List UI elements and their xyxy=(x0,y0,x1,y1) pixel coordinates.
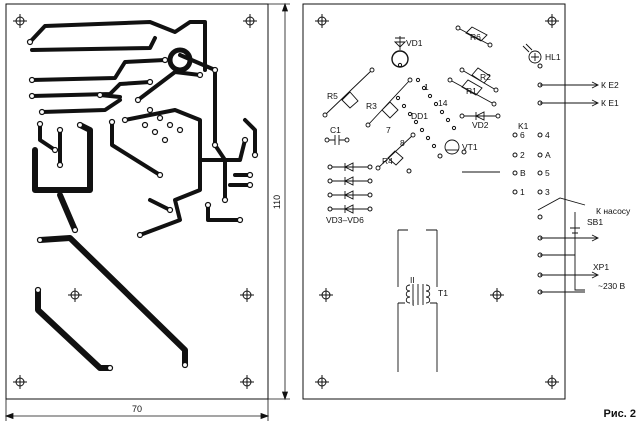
label-k1-pin-a: A xyxy=(545,150,551,160)
label-r1: R1 xyxy=(466,86,477,96)
component-mounting-holes xyxy=(315,14,559,389)
label-r3: R3 xyxy=(366,101,377,111)
r4-resistor xyxy=(377,134,414,169)
label-xp1: XP1 xyxy=(593,262,609,272)
label-vd1: VD1 xyxy=(406,38,423,48)
label-t1: T1 xyxy=(438,288,448,298)
dimension-width-label: 70 xyxy=(132,404,142,414)
label-pump: К насосу xyxy=(596,206,631,216)
vd3-vd6-diode-bridge xyxy=(330,162,370,214)
dimension-width xyxy=(4,399,270,421)
dimension-height-label: 110 xyxy=(272,195,282,209)
label-ke2: К Е2 xyxy=(601,80,619,90)
label-pin-7: 7 xyxy=(386,125,391,135)
c1-capacitor xyxy=(327,135,347,145)
label-dd1: DD1 xyxy=(411,111,428,121)
component-holes xyxy=(327,62,543,295)
r6-resistor xyxy=(457,26,491,46)
copper-board-outline xyxy=(5,3,269,400)
label-winding-ii: II xyxy=(410,275,415,285)
label-vd3-vd6: VD3–VD6 xyxy=(326,215,364,225)
label-vt1: VT1 xyxy=(462,142,478,152)
hl1-led xyxy=(528,50,542,64)
vd2-diode xyxy=(462,111,498,121)
vt1-transistor xyxy=(444,139,460,155)
label-k1-pin-2: 2 xyxy=(520,150,525,160)
label-hl1: HL1 xyxy=(545,52,561,62)
label-k1-pin-5: 5 xyxy=(545,168,550,178)
t1-transformer xyxy=(397,229,438,372)
component-board-outline xyxy=(302,3,566,400)
vd1-diode-symbol xyxy=(393,36,407,50)
connection-arrows xyxy=(540,81,600,293)
label-c1: C1 xyxy=(330,125,341,135)
label-k1-pin-6: 6 xyxy=(520,130,525,140)
label-pin-8: 8 xyxy=(400,138,405,148)
copper-pads xyxy=(26,38,259,372)
label-sb1: SB1 xyxy=(587,217,603,227)
r2-resistor xyxy=(461,67,497,91)
r3-resistor xyxy=(367,79,411,126)
label-k1: K1 xyxy=(518,121,529,131)
label-pin-14: 14 xyxy=(438,98,448,108)
label-r5: R5 xyxy=(327,91,338,101)
label-mains: ~230 В xyxy=(598,281,626,291)
r1-resistor xyxy=(449,79,495,105)
label-ke1: К Е1 xyxy=(601,98,619,108)
label-winding-i: I xyxy=(412,298,414,308)
connection-labels: К Е2 К Е1 К насосу ~230 В xyxy=(596,80,631,291)
label-r2: R2 xyxy=(480,72,491,82)
large-pad xyxy=(167,47,193,73)
component-labels: VD1 R6 HL1 R2 R1 R5 R3 DD1 VD2 C1 VT1 R4… xyxy=(326,32,609,308)
label-pin-1: 1 xyxy=(424,82,429,92)
component-side-board xyxy=(302,3,600,400)
label-k1-pin-4: 4 xyxy=(545,130,550,140)
copper-mounting-holes xyxy=(13,14,257,389)
dimension-height xyxy=(268,2,290,401)
component-outlines xyxy=(322,25,586,372)
figure-caption: Рис. 2 xyxy=(604,408,636,420)
label-k1-pin-1: 1 xyxy=(520,187,525,197)
copper-traces xyxy=(28,20,257,237)
label-k1-pin-b: B xyxy=(520,168,526,178)
r5-resistor xyxy=(324,69,373,116)
label-k1-pin-3: 3 xyxy=(545,187,550,197)
label-r6: R6 xyxy=(470,32,481,42)
copper-power-traces xyxy=(32,122,188,371)
label-r4: R4 xyxy=(382,156,393,166)
label-vd2: VD2 xyxy=(472,120,489,130)
copper-side-board: 70 110 xyxy=(4,2,290,421)
